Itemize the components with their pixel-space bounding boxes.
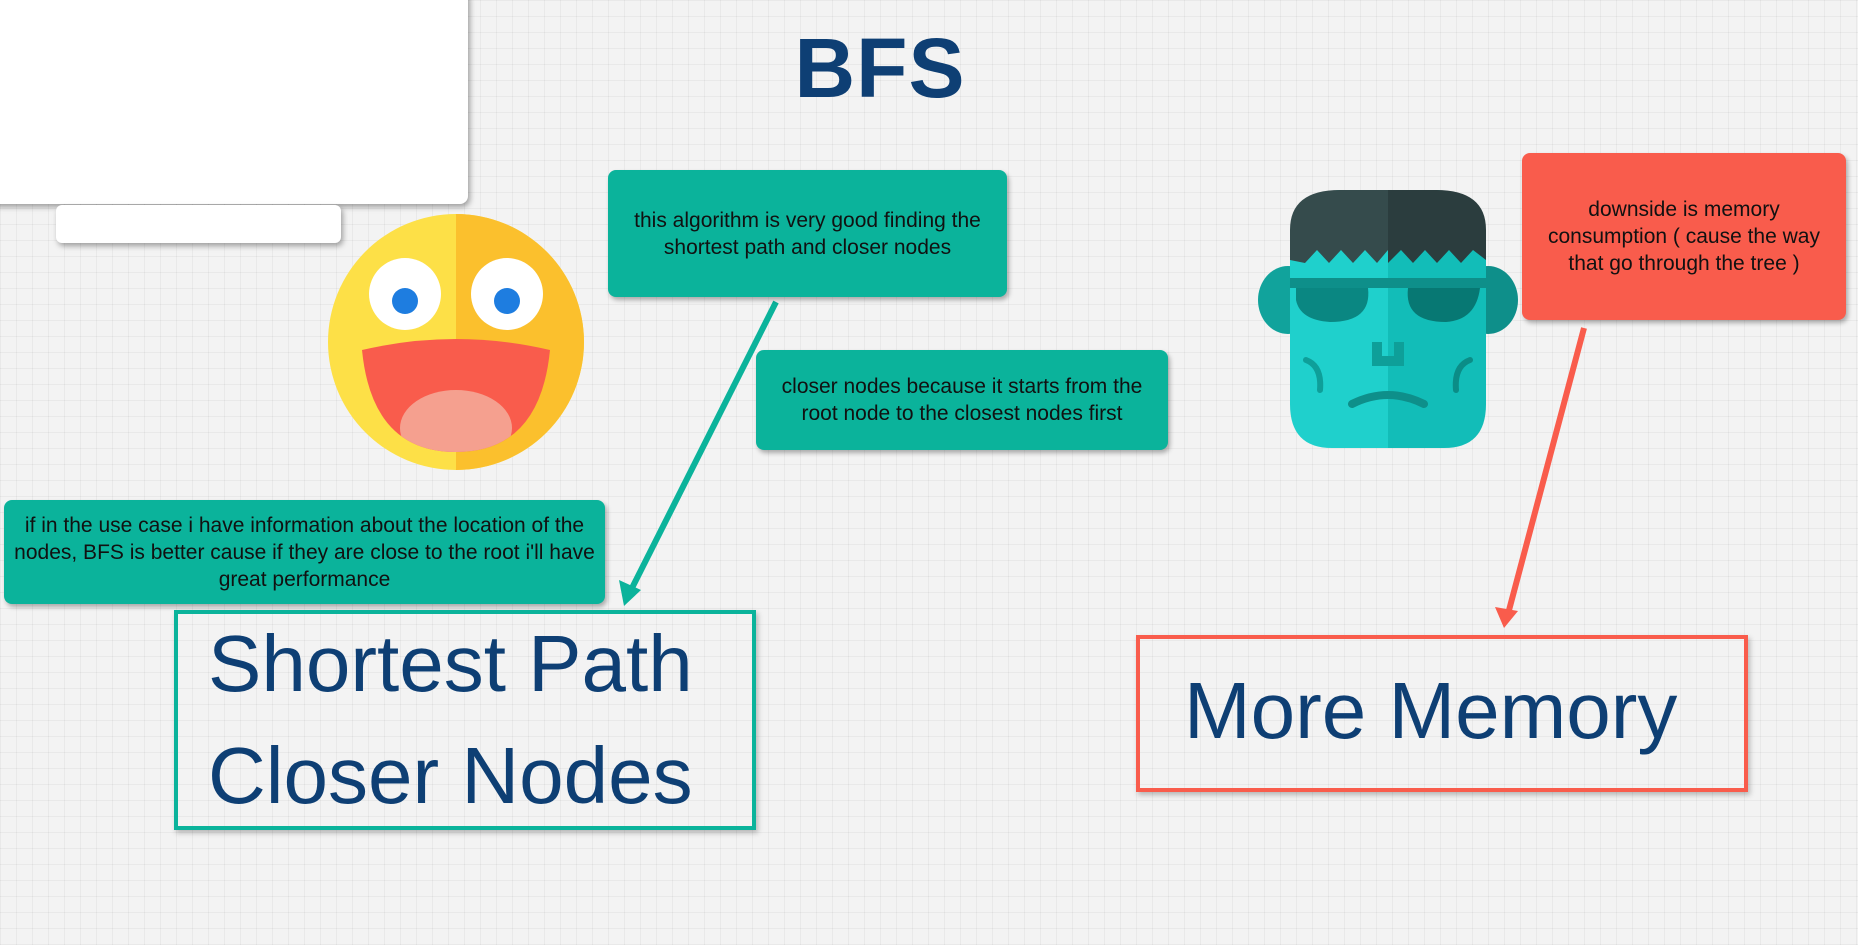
advantage-closer-nodes: Closer Nodes: [208, 731, 693, 820]
advantages-box: Shortest Path Closer Nodes: [174, 610, 756, 830]
coral-arrow-head: [1495, 607, 1518, 628]
downside-note: downside is memory consumption ( cause t…: [1522, 153, 1846, 320]
use-case-note: if in the use case i have information ab…: [4, 500, 605, 604]
advantage-shortest-path: Shortest Path: [208, 619, 693, 708]
closer-nodes-note: closer nodes because it starts from the …: [756, 350, 1168, 450]
algorithm-note: this algorithm is very good finding the …: [608, 170, 1007, 297]
teal-arrow-head: [619, 580, 641, 606]
coral-arrow-line: [1505, 327, 1587, 615]
blank-card: [0, 0, 468, 204]
page-title: BFS: [794, 21, 966, 115]
disadvantage-box: More Memory: [1136, 635, 1748, 792]
frankenstein-face-icon: [1258, 190, 1518, 448]
disadvantage-more-memory: More Memory: [1184, 666, 1678, 755]
blank-bar: [56, 205, 341, 243]
laughing-face-icon: [328, 214, 584, 470]
teal-arrow-line: [627, 300, 779, 594]
